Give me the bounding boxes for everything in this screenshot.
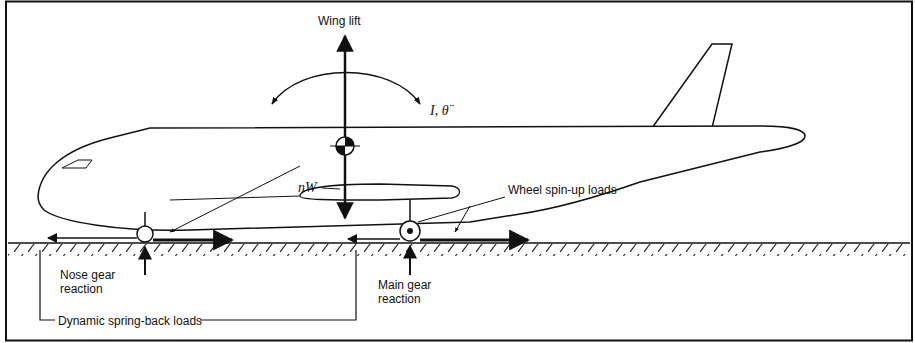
force-label: Wing lift	[318, 14, 361, 28]
force-label: Wheel spin-up loads	[508, 183, 617, 197]
reaction-label: Main gear reaction	[378, 278, 448, 306]
reaction-label: Nose gear reaction	[60, 268, 130, 296]
load-factor-label: nW	[298, 181, 317, 195]
moment-label: I, θ̈	[430, 104, 449, 118]
bracket-label: Dynamic spring-back loads	[58, 314, 202, 328]
